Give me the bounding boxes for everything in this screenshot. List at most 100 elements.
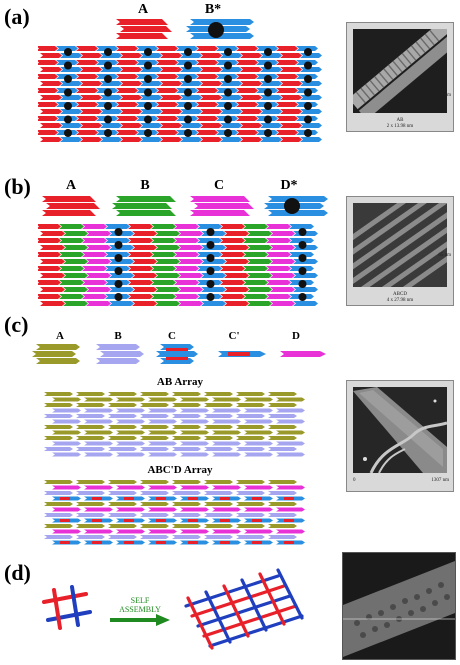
lattice-bar	[76, 436, 105, 440]
lattice-bar	[52, 397, 81, 402]
lattice-bar	[84, 452, 113, 457]
lattice-bar	[76, 513, 105, 517]
lattice-bar	[132, 301, 157, 306]
lattice-dot	[184, 129, 192, 137]
lattice-marker	[92, 519, 102, 522]
panel-label-c: (c)	[4, 312, 29, 337]
lattice-bar	[140, 425, 169, 429]
lattice-dot	[114, 241, 123, 249]
lattice-bar	[52, 485, 81, 490]
lattice-bar	[244, 452, 273, 457]
lattice-bar	[236, 60, 258, 65]
lattice-marker	[188, 519, 198, 522]
lattice-bar	[140, 447, 169, 451]
lattice-bar	[236, 480, 265, 484]
lattice-bar	[236, 392, 265, 396]
lattice-bar	[40, 137, 62, 142]
lattice-bar	[40, 245, 65, 250]
lattice-dot	[64, 75, 72, 83]
lattice-dot	[206, 254, 215, 262]
lattice-bar	[120, 81, 142, 86]
lattice-bar	[140, 480, 169, 484]
lattice-dot	[224, 75, 232, 83]
lattice-bar	[148, 507, 177, 512]
lattice-dot	[114, 293, 123, 301]
lattice-bar	[196, 116, 218, 121]
lattice-bar	[178, 259, 203, 264]
lattice-bar	[132, 231, 157, 236]
lattice-bar	[76, 88, 98, 93]
lattice-bar	[116, 529, 145, 534]
lattice-marker	[60, 497, 70, 500]
lattice-dot	[298, 280, 307, 288]
lattice-bar	[148, 485, 177, 490]
lattice-bar	[244, 529, 273, 534]
lattice-bar	[270, 287, 295, 292]
lattice-bar	[148, 441, 177, 446]
lattice-bar	[180, 109, 202, 114]
lattice-bar	[63, 287, 88, 292]
lattice-bar	[76, 102, 98, 107]
lattice-bar	[236, 46, 258, 51]
lattice-dot	[224, 102, 232, 110]
lattice-bar	[180, 137, 202, 142]
lattice-bar	[108, 535, 137, 539]
tile-label-c-C: C	[168, 330, 176, 342]
lattice-bar	[180, 485, 209, 490]
lattice-dot	[184, 115, 192, 124]
lattice-dot	[144, 61, 152, 70]
lattice-bar	[204, 535, 233, 539]
lattice-bar	[204, 502, 233, 506]
lattice-bar	[300, 109, 322, 114]
lattice-bar	[44, 392, 73, 396]
lattice-bar	[38, 266, 61, 271]
lattice-dot	[64, 129, 72, 137]
lattice-dot	[184, 48, 192, 56]
lattice-marker	[60, 519, 70, 522]
lattice-bar	[116, 130, 138, 135]
lattice-bar	[266, 224, 291, 229]
assembled-lattice-d	[184, 568, 304, 650]
lattice-bar	[197, 238, 222, 243]
lattice-dot	[264, 102, 272, 110]
lattice-bar	[40, 231, 65, 236]
lattice-bar	[156, 102, 178, 107]
lattice-bar	[276, 430, 305, 435]
lattice-bar	[243, 238, 268, 243]
lattice-bar	[100, 137, 122, 142]
lattice-bar	[178, 231, 203, 236]
lattice-bar	[212, 529, 241, 534]
lattice-bar	[76, 524, 105, 528]
lattice-bar	[247, 273, 272, 278]
lattice-bar	[44, 414, 73, 418]
lattice-bar	[100, 81, 122, 86]
lattice-bar	[204, 403, 233, 407]
lattice-bar	[140, 392, 169, 396]
lattice-bar	[140, 403, 169, 407]
lattice-bar	[266, 294, 291, 299]
lattice-bar	[86, 301, 111, 306]
lattice-bar	[268, 524, 297, 528]
afm-sample-a: AB	[396, 118, 404, 123]
lattice-bar	[180, 408, 209, 413]
lattice-bar	[132, 245, 157, 250]
lattice-bar	[200, 95, 222, 100]
lattice-marker	[284, 541, 294, 544]
lattice-marker	[188, 497, 198, 500]
lattice-bar	[140, 513, 169, 517]
lattice-bar	[100, 109, 122, 114]
lattice-bar	[40, 259, 65, 264]
lattice-bar	[132, 259, 157, 264]
lattice-bar	[84, 441, 113, 446]
lattice-bar	[174, 266, 199, 271]
lattice-bar	[148, 397, 177, 402]
lattice-bar	[204, 392, 233, 396]
lattice-bar	[276, 529, 305, 534]
lattice-bar	[38, 252, 61, 257]
lattice-bar	[116, 397, 145, 402]
lattice-dot	[298, 228, 307, 236]
lattice-bar	[220, 224, 245, 229]
lattice-bar	[44, 502, 73, 506]
tile-label-c-A: A	[56, 330, 64, 342]
lattice-bar	[140, 502, 169, 506]
